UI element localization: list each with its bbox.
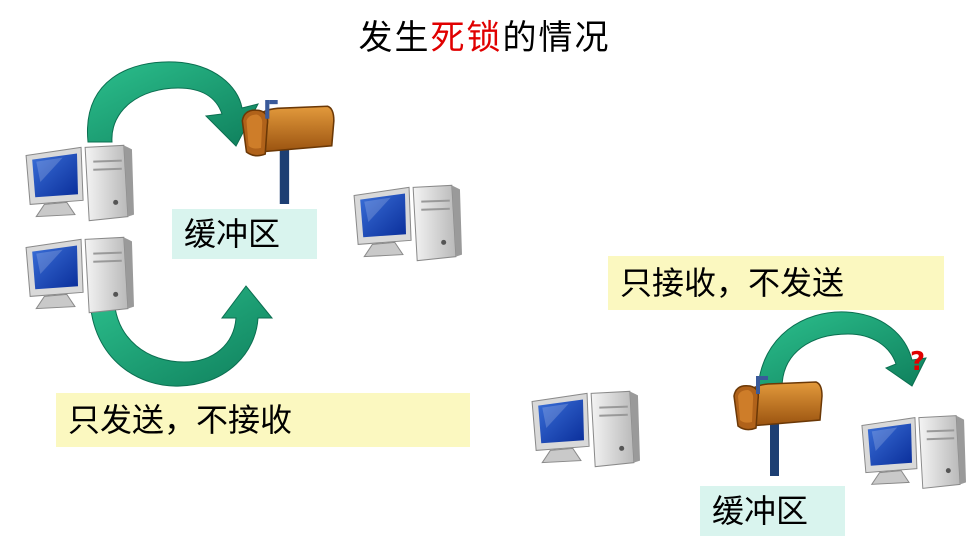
title-suffix: 的情况 — [502, 18, 611, 58]
computer-icon — [25, 236, 134, 314]
title-prefix: 发生 — [358, 18, 431, 58]
computer-icon — [353, 184, 462, 262]
receive-only-label: 只接收，不发送 — [608, 256, 944, 310]
buffer-label-right: 缓冲区 — [700, 486, 845, 536]
question-mark: ? — [910, 347, 926, 377]
computer-icon — [25, 144, 134, 222]
curved-arrow-icon — [89, 285, 274, 387]
mailbox-icon — [733, 376, 823, 476]
buffer-label-left: 缓冲区 — [172, 209, 317, 259]
mailbox-icon — [241, 100, 335, 204]
send-only-label: 只发送，不接收 — [56, 393, 470, 447]
curved-arrow-icon — [87, 61, 259, 147]
computer-icon — [531, 390, 640, 468]
page-title: 发生死锁的情况 — [0, 10, 969, 59]
curved-arrow-icon — [757, 311, 927, 389]
title-highlight: 死锁 — [430, 18, 503, 58]
computer-icon — [860, 414, 966, 490]
